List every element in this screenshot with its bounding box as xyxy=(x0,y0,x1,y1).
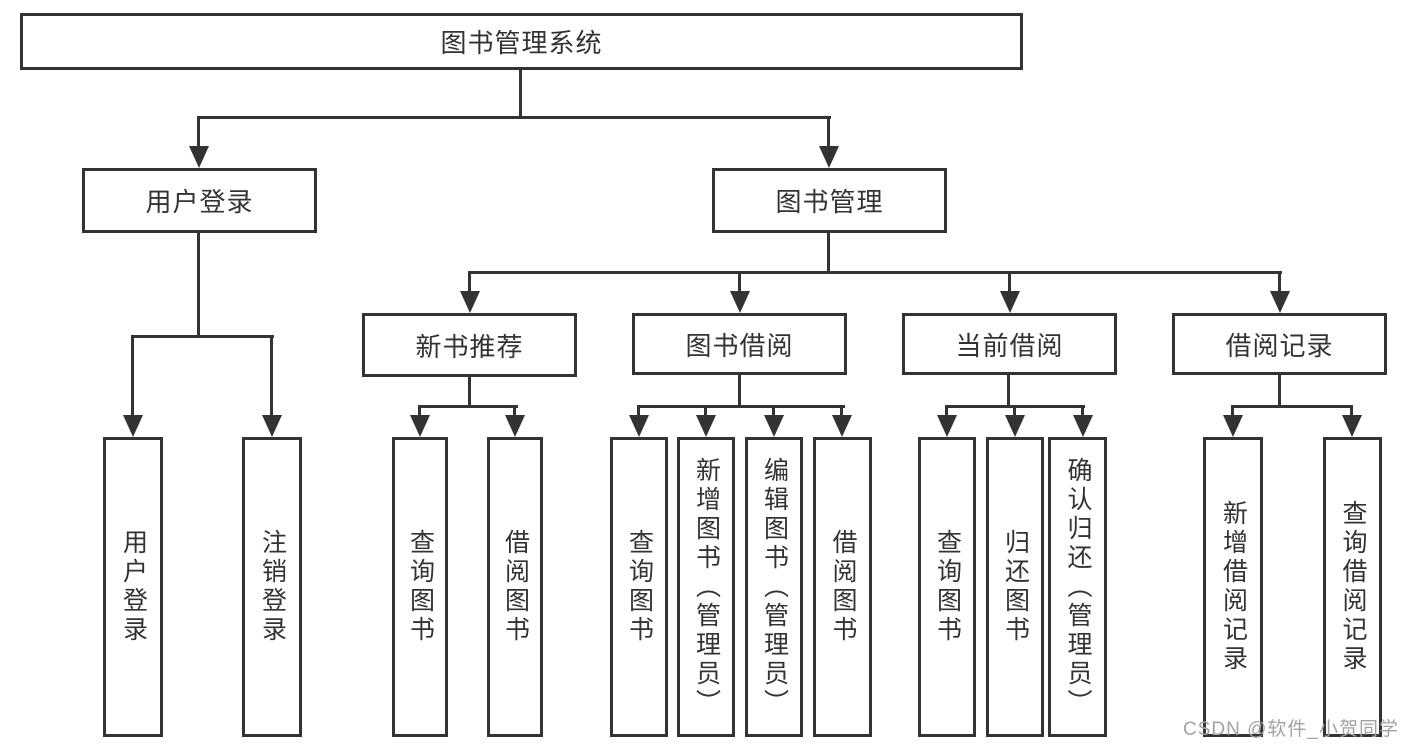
connector-stem xyxy=(1007,375,1010,408)
node-library-management-system: 图书管理系统 xyxy=(20,13,1023,70)
connector-user-login-bar xyxy=(131,335,274,338)
leaf-add-books-admin: 新增图书（管理员） xyxy=(677,437,735,737)
node-label: 借阅图书 xyxy=(501,529,530,645)
node-label: 用户登录 xyxy=(145,187,254,217)
leaf-confirm-return-admin: 确认归还（管理员） xyxy=(1048,437,1107,737)
node-label: 借阅图书 xyxy=(829,529,857,645)
connector-leaf-stem xyxy=(270,335,273,417)
arrow-down-icon xyxy=(832,415,852,437)
arrow-down-icon xyxy=(189,146,209,168)
node-label: 查询图书 xyxy=(933,529,962,645)
arrow-down-icon xyxy=(410,415,430,437)
connector-user-login-stem xyxy=(197,233,200,337)
leaf-query-books-current: 查询图书 xyxy=(918,437,976,737)
leaf-query-borrow-record: 查询借阅记录 xyxy=(1323,437,1382,737)
leaf-return-books: 归还图书 xyxy=(986,437,1044,737)
arrow-down-icon xyxy=(819,146,839,168)
node-label: 新增借阅记录 xyxy=(1219,500,1248,674)
arrow-down-icon xyxy=(764,415,784,437)
leaf-edit-books-admin: 编辑图书（管理员） xyxy=(745,437,803,737)
connector-leaf-stem xyxy=(704,405,707,417)
connector-bar xyxy=(418,405,518,408)
connector-book-mgmt-bar xyxy=(468,271,1282,274)
node-label: 确认归还（管理员） xyxy=(1064,456,1092,718)
node-borrowing-records: 借阅记录 xyxy=(1172,313,1387,375)
arrow-down-icon xyxy=(1342,415,1362,437)
connector-leaf-stem xyxy=(513,405,516,417)
connector-branch-stem xyxy=(468,271,471,293)
connector-to-book-mgmt-stem xyxy=(827,116,830,148)
node-current-borrowing: 当前借阅 xyxy=(902,313,1117,375)
node-label: 当前借阅 xyxy=(955,330,1064,361)
leaf-user-login: 用户登录 xyxy=(103,437,163,737)
connector-bar xyxy=(1231,405,1353,408)
arrow-down-icon xyxy=(696,415,716,437)
node-user-login-group: 用户登录 xyxy=(82,168,317,233)
node-label: 查询图书 xyxy=(406,529,435,645)
connector-stem xyxy=(468,377,471,408)
node-label: 归还图书 xyxy=(1001,529,1030,645)
node-label: 编辑图书（管理员） xyxy=(760,456,789,718)
connector-branch-stem xyxy=(738,271,741,293)
node-label: 查询借阅记录 xyxy=(1339,500,1367,674)
csdn-watermark: CSDN @软件_小贺同学 xyxy=(1183,719,1399,740)
arrow-down-icon xyxy=(730,291,750,313)
connector-leaf-stem xyxy=(945,405,948,417)
connector-leaf-stem xyxy=(1013,405,1016,417)
connector-to-user-login-stem xyxy=(197,116,200,148)
leaf-borrow-books-recommend: 借阅图书 xyxy=(487,437,543,737)
node-label: 图书管理系统 xyxy=(440,28,603,58)
connector-leaf-stem xyxy=(840,405,843,417)
connector-leaf-stem xyxy=(637,405,640,417)
leaf-borrow-books: 借阅图书 xyxy=(813,437,872,737)
arrow-down-icon xyxy=(262,415,282,437)
arrow-down-icon xyxy=(1223,415,1243,437)
arrow-down-icon xyxy=(937,415,957,437)
connector-book-mgmt-stem xyxy=(827,233,830,273)
connector-root-bar xyxy=(197,116,831,119)
connector-leaf-stem xyxy=(1350,405,1353,417)
leaf-query-books-recommend: 查询图书 xyxy=(392,437,448,737)
arrow-down-icon xyxy=(629,415,649,437)
node-label: 用户登录 xyxy=(119,529,148,645)
leaf-logout: 注销登录 xyxy=(242,437,302,737)
leaf-add-borrow-record: 新增借阅记录 xyxy=(1203,437,1263,737)
arrow-down-icon xyxy=(123,415,143,437)
node-label: 注销登录 xyxy=(258,529,287,645)
node-label: 新书推荐 xyxy=(415,331,524,362)
connector-bar xyxy=(637,405,845,408)
arrow-down-icon xyxy=(1000,291,1020,313)
node-label: 图书借阅 xyxy=(685,330,794,361)
connector-branch-stem xyxy=(1278,271,1281,293)
connector-leaf-stem xyxy=(131,335,134,417)
arrow-down-icon xyxy=(505,415,525,437)
arrow-down-icon xyxy=(1005,415,1025,437)
arrow-down-icon xyxy=(1073,415,1093,437)
node-label: 图书管理 xyxy=(775,187,884,217)
node-label: 借阅记录 xyxy=(1225,330,1334,361)
leaf-query-books-borrowing: 查询图书 xyxy=(610,437,668,737)
node-label: 查询图书 xyxy=(625,529,654,645)
connector-branch-stem xyxy=(1008,271,1011,293)
connector-stem xyxy=(738,375,741,408)
connector-leaf-stem xyxy=(418,405,421,417)
node-book-management: 图书管理 xyxy=(712,168,947,233)
connector-leaf-stem xyxy=(1231,405,1234,417)
connector-leaf-stem xyxy=(772,405,775,417)
node-new-book-recommend: 新书推荐 xyxy=(362,313,577,377)
arrow-down-icon xyxy=(1270,291,1290,313)
connector-root-stem xyxy=(519,70,522,118)
node-label: 新增图书（管理员） xyxy=(692,456,721,718)
node-book-borrowing: 图书借阅 xyxy=(632,313,847,375)
connector-stem xyxy=(1278,375,1281,408)
arrow-down-icon xyxy=(460,291,480,313)
connector-leaf-stem xyxy=(1081,405,1084,417)
